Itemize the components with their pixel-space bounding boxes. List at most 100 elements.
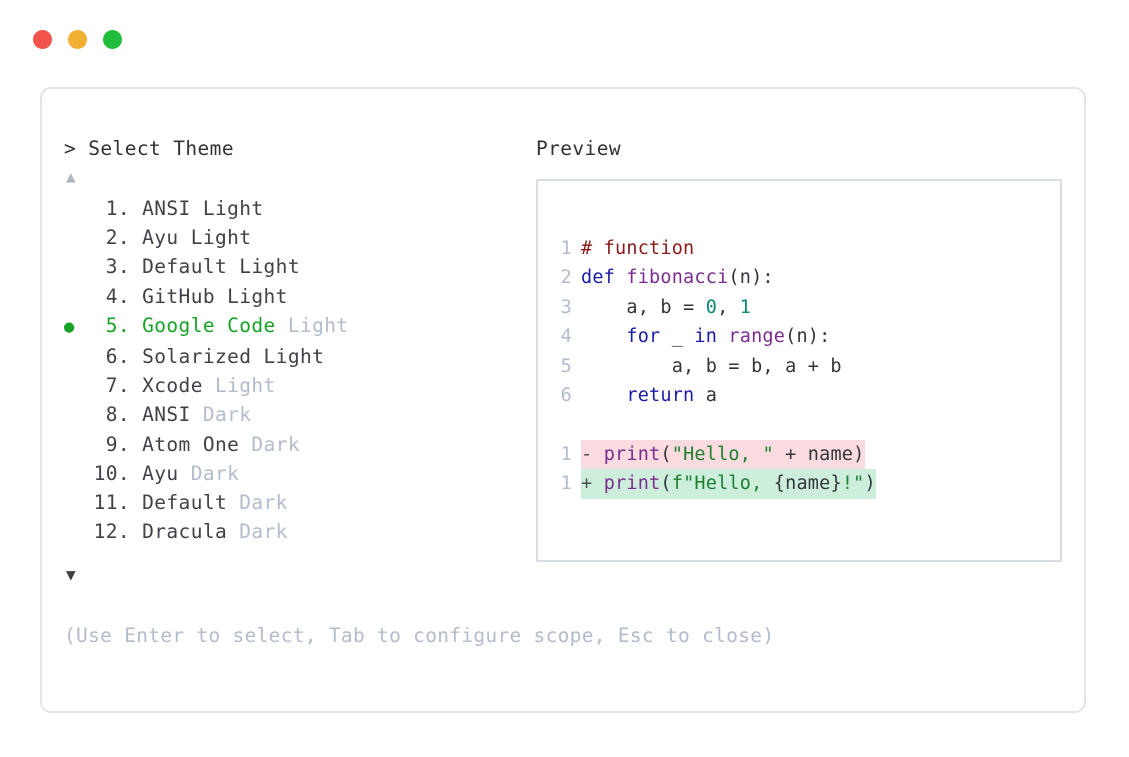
- theme-list-item[interactable]: 9. Atom One Dark: [64, 430, 534, 459]
- code-line: 1 + print(f"Hello, {name}!"): [538, 469, 1060, 499]
- line-number: 3: [560, 296, 572, 318]
- code-token-punct: (n):: [728, 267, 774, 289]
- theme-variant: Light: [275, 313, 349, 337]
- preview-label: Preview: [536, 137, 621, 160]
- theme-index: 3.: [105, 255, 130, 279]
- code-token-plain: ,: [717, 296, 740, 318]
- theme-variant: Dark: [227, 520, 288, 544]
- theme-list-item[interactable]: 2. Ayu Light: [64, 223, 534, 252]
- code-text: a, b = b, a + b: [581, 352, 842, 381]
- theme-list-item[interactable]: 1. ANSI Light: [64, 194, 534, 223]
- minimize-icon[interactable]: [68, 30, 87, 49]
- theme-index: 4.: [105, 284, 130, 308]
- close-icon[interactable]: [33, 30, 52, 49]
- code-text: - print("Hello, " + name): [581, 439, 865, 470]
- code-token-punct: (: [660, 443, 672, 465]
- code-token-plain: [581, 326, 626, 347]
- code-text: # function: [581, 234, 694, 263]
- code-line: 5 a, b = b, a + b: [538, 352, 1060, 381]
- code-token-kw: return: [626, 385, 695, 407]
- code-token-fn: range: [728, 326, 786, 348]
- theme-name: ANSI Light: [142, 197, 264, 220]
- theme-list-item[interactable]: 3. Default Light: [64, 252, 534, 281]
- theme-index: 11.: [93, 491, 130, 515]
- line-number: 1: [560, 238, 572, 259]
- code-token-num: 0: [705, 296, 718, 318]
- theme-name: Atom One: [142, 432, 240, 456]
- theme-list-item[interactable]: 12. Dracula Dark: [64, 517, 534, 546]
- theme-name: Xcode: [142, 374, 203, 398]
- line-number: 5: [560, 355, 572, 377]
- code-line: 3 a, b = 0, 1: [538, 293, 1060, 322]
- code-token-plain: a, b =: [581, 296, 706, 318]
- code-token-marker: +: [581, 473, 604, 495]
- code-token-marker: -: [581, 443, 604, 465]
- code-token-fn: print: [603, 443, 661, 465]
- code-text: + print(f"Hello, {name}!"): [581, 469, 876, 499]
- keyboard-hint: (Use Enter to select, Tab to configure s…: [64, 624, 775, 647]
- theme-name: Default Light: [142, 255, 300, 279]
- code-token-str: "Hello, ": [671, 443, 774, 465]
- theme-name: Dracula: [142, 520, 228, 544]
- theme-variant: Dark: [190, 403, 252, 427]
- code-token-punct: ): [864, 473, 876, 495]
- code-text: return a: [581, 381, 717, 410]
- theme-index: 6.: [105, 345, 130, 369]
- theme-name: ANSI: [142, 403, 191, 427]
- code-token-plain: {name}: [773, 473, 842, 495]
- theme-variant: Dark: [239, 432, 300, 456]
- theme-index: 7.: [105, 374, 130, 398]
- code-line: 2 def fibonacci(n):: [538, 263, 1060, 292]
- code-token-fn: print: [603, 473, 661, 495]
- code-token-kw: def: [581, 267, 627, 289]
- line-number: 2: [560, 267, 572, 289]
- line-number: 4: [560, 326, 572, 348]
- prompt-symbol: >: [64, 137, 77, 160]
- code-text: for _ in range(n):: [581, 322, 830, 351]
- theme-index: 9.: [105, 432, 130, 456]
- code-token-str: !": [841, 473, 865, 495]
- code-token-comment: # function: [581, 238, 695, 259]
- code-token-plain: a: [694, 385, 718, 407]
- code-token-str: f"Hello,: [671, 473, 774, 495]
- theme-list-item[interactable]: 10. Ayu Dark: [64, 459, 534, 488]
- theme-list-item[interactable]: 6. Solarized Light: [64, 342, 534, 371]
- theme-name: Ayu Light: [142, 226, 252, 250]
- selected-bullet-icon: ●: [64, 316, 75, 337]
- theme-index: 8.: [105, 403, 130, 427]
- theme-name: GitHub Light: [142, 284, 288, 308]
- code-token-kw: in: [694, 326, 718, 348]
- theme-name: Solarized Light: [142, 345, 325, 369]
- line-number: 1: [560, 443, 572, 465]
- theme-list-item[interactable]: 8. ANSI Dark: [64, 400, 534, 429]
- code-blank-line: [538, 410, 1060, 439]
- code-line: 1- print("Hello, " + name): [538, 439, 1060, 470]
- code-token-punct: (n):: [785, 326, 831, 348]
- theme-index: 10.: [93, 461, 130, 485]
- code-token-fn: fibonacci: [626, 267, 729, 289]
- page-title: > Select Theme: [64, 134, 534, 164]
- scroll-down-icon[interactable]: ▼: [66, 565, 76, 585]
- theme-index: 2.: [105, 226, 130, 250]
- code-token-plain: [717, 326, 728, 347]
- theme-index: 5.: [105, 313, 130, 337]
- theme-list-item[interactable]: ●5. Google Code Light: [64, 311, 534, 342]
- maximize-icon[interactable]: [103, 30, 122, 49]
- code-line: 4 for _ in range(n):: [538, 322, 1060, 351]
- code-token-plain: _: [660, 326, 695, 348]
- theme-name: Default: [142, 491, 228, 515]
- line-number: 1: [560, 473, 572, 495]
- theme-list-item[interactable]: 7. Xcode Light: [64, 371, 534, 400]
- scroll-up-icon[interactable]: ▲: [66, 167, 76, 186]
- theme-list-item[interactable]: 4. GitHub Light: [64, 282, 534, 311]
- theme-name: Ayu: [142, 461, 179, 485]
- theme-index: 12.: [93, 520, 130, 544]
- code-token-num: 1: [739, 296, 752, 318]
- code-token-plain: + name): [773, 443, 865, 465]
- theme-list-item[interactable]: 11. Default Dark: [64, 488, 534, 517]
